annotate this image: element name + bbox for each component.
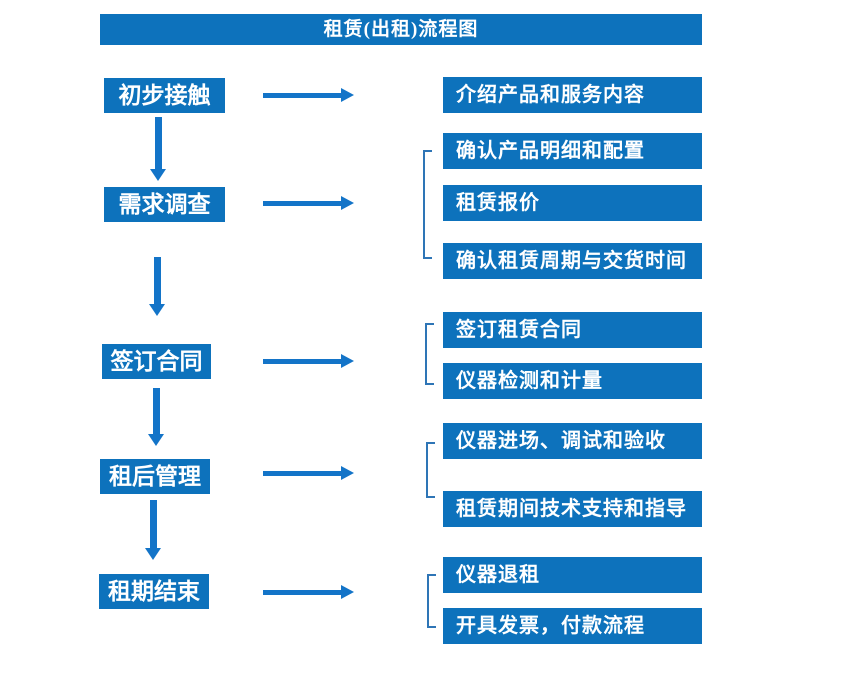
output-box: 确认租赁周期与交货时间 (443, 243, 702, 279)
output-box: 租赁报价 (443, 185, 702, 221)
output-box: 仪器进场、调试和验收 (443, 423, 702, 459)
diagram-title: 租赁(出租)流程图 (100, 14, 702, 45)
output-box: 租赁期间技术支持和指导 (443, 491, 702, 527)
down-arrow-icon (150, 117, 166, 181)
output-box: 确认产品明细和配置 (443, 133, 702, 169)
step-box-rental-end: 租期结束 (99, 574, 209, 609)
output-box: 介绍产品和服务内容 (443, 77, 702, 113)
output-box: 开具发票，付款流程 (443, 608, 702, 644)
down-arrow-icon (145, 500, 161, 560)
group-bracket (423, 150, 432, 259)
output-box: 仪器退租 (443, 557, 702, 593)
right-arrow-icon (263, 196, 354, 210)
down-arrow-icon (149, 257, 165, 316)
down-arrow-icon (148, 388, 164, 446)
step-box-demand-survey: 需求调查 (104, 187, 225, 222)
right-arrow-icon (263, 585, 354, 599)
group-bracket (426, 442, 435, 498)
step-box-post-rental-management: 租后管理 (100, 459, 210, 494)
right-arrow-icon (263, 466, 354, 480)
group-bracket (427, 574, 436, 628)
step-box-initial-contact: 初步接触 (104, 78, 225, 113)
right-arrow-icon (263, 88, 354, 102)
output-box: 签订租赁合同 (443, 312, 702, 348)
group-bracket (425, 323, 434, 385)
right-arrow-icon (263, 354, 354, 368)
step-box-sign-contract: 签订合同 (102, 344, 211, 379)
output-box: 仪器检测和计量 (443, 363, 702, 399)
